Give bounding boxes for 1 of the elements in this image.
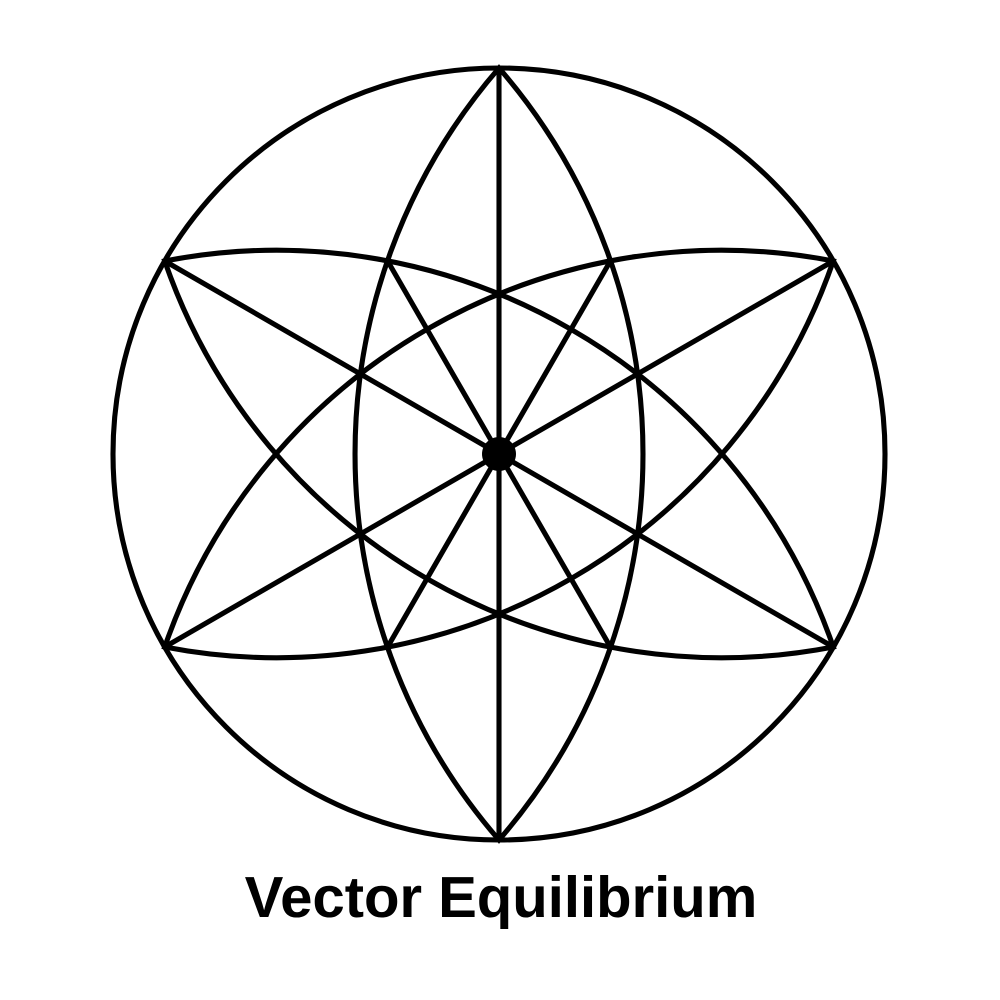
title: Vector Equilibrium [245,874,754,930]
